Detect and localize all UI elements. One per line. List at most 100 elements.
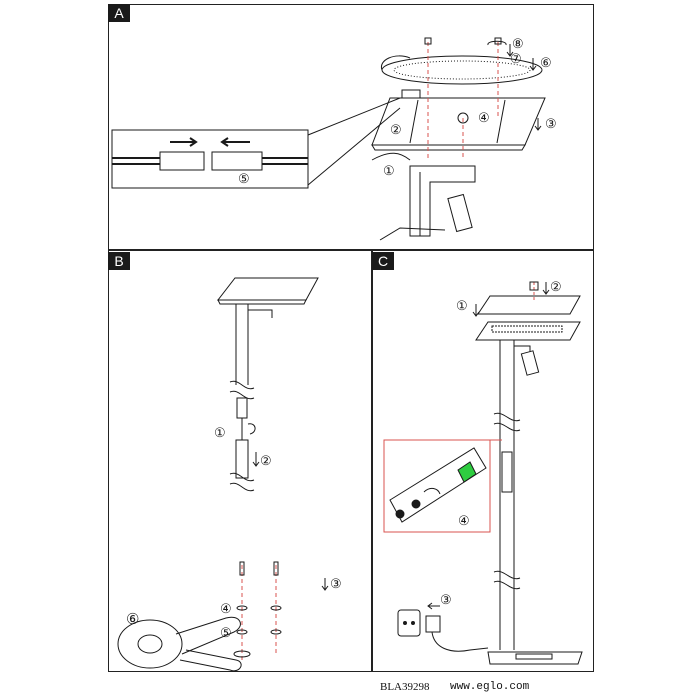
- arrow-left-icon: [220, 137, 250, 147]
- step-b-3: ③: [330, 576, 342, 591]
- top-screw-1: [424, 37, 432, 45]
- down-arrow-icon: [252, 452, 260, 467]
- connector-female: [211, 151, 263, 171]
- touch-zoom-box: [383, 439, 491, 533]
- turn-arrow-icon: [371, 152, 411, 161]
- step-a-4: ④: [478, 110, 490, 125]
- step-b-6: ⑥: [126, 611, 139, 628]
- led-strip: [491, 325, 563, 333]
- inset-leader-1: [307, 97, 401, 136]
- step-b-4: ④: [220, 601, 232, 616]
- left-arrow-icon: [427, 602, 440, 610]
- panel-b-label: B: [108, 252, 130, 270]
- break-mark: [493, 570, 521, 590]
- step-a-6: ⑥: [540, 55, 552, 70]
- pole: [499, 340, 515, 650]
- lower-pole: [235, 439, 249, 479]
- lamp-cover: [477, 295, 581, 315]
- lamp-head-edge: [217, 299, 307, 305]
- step-a-7: ⑦: [510, 51, 522, 66]
- spot-lamp: [447, 193, 473, 233]
- washer: [236, 605, 248, 611]
- power-cable: [431, 631, 489, 652]
- top-screw-2: [494, 37, 502, 45]
- rotate-arrow-icon: [247, 423, 256, 435]
- socket-pin: [411, 621, 415, 625]
- down-arrow-icon: [542, 282, 550, 295]
- tray-rib-2: [496, 99, 506, 144]
- socket-pin: [403, 621, 407, 625]
- product-code: BLA39298: [380, 681, 430, 693]
- down-arrow-icon: [472, 304, 480, 317]
- screw: [239, 561, 245, 576]
- panel-c-drawing: [383, 281, 583, 665]
- panel-a-drawing: [111, 37, 546, 241]
- down-arrow-icon: [529, 58, 537, 71]
- step-a-8: ⑧: [512, 36, 524, 51]
- wrench-jaw: [137, 634, 163, 654]
- rotate-arrow-icon: [487, 40, 507, 46]
- panel-c-label: C: [372, 252, 394, 270]
- pole-arm: [248, 309, 273, 318]
- screw: [529, 281, 539, 291]
- base-hole: [233, 650, 251, 658]
- wrench-head: [117, 619, 183, 669]
- disk-cable: [380, 55, 411, 71]
- wrench-handle-2: [179, 649, 242, 672]
- status-dot: [395, 509, 405, 519]
- step-a-5: ⑤: [238, 171, 250, 186]
- switch-panel: [389, 447, 487, 523]
- step-a-1: ①: [383, 163, 395, 178]
- washer: [270, 605, 282, 611]
- panel-b: [108, 250, 372, 672]
- step-c-3: ③: [440, 592, 452, 607]
- step-c-1: ①: [456, 298, 468, 313]
- arrow-right-icon: [170, 137, 198, 147]
- website-url: www.eglo.com: [450, 681, 530, 693]
- down-arrow-icon: [534, 118, 542, 131]
- driver-box: [401, 89, 421, 99]
- screw-hole: [457, 112, 469, 124]
- wall-socket: [397, 609, 421, 637]
- washer: [270, 629, 282, 635]
- step-a-2: ②: [390, 122, 402, 137]
- plug-adapter: [425, 615, 441, 633]
- stand-top: [409, 165, 476, 237]
- touch-area-green: [457, 461, 477, 483]
- pole-arm: [514, 345, 531, 352]
- down-arrow-icon: [506, 44, 514, 57]
- panel-a: [108, 4, 594, 250]
- pole-joint: [236, 397, 248, 419]
- tray-rib-1: [409, 99, 419, 144]
- upper-pole: [235, 304, 249, 385]
- step-b-2: ②: [260, 453, 272, 468]
- panel-a-label: A: [108, 4, 130, 22]
- washer: [236, 629, 248, 635]
- screw: [273, 561, 279, 576]
- panel-c: [372, 250, 594, 672]
- touch-switch: [501, 451, 513, 493]
- wrench-handle: [175, 616, 241, 655]
- lamp-head-edge: [371, 144, 526, 151]
- step-b-1: ①: [214, 425, 226, 440]
- panel-b-drawing: [117, 277, 329, 672]
- hand-icon: [423, 487, 441, 495]
- step-c-4: ④: [458, 513, 470, 528]
- break-mark: [229, 380, 255, 400]
- step-a-3: ③: [545, 116, 557, 131]
- stand-cut: [379, 227, 446, 241]
- down-arrow-icon: [321, 578, 329, 591]
- base-plate: [487, 651, 583, 665]
- lamp-head: [216, 277, 319, 301]
- inset-leader-2: [307, 107, 401, 186]
- lamp-head: [475, 321, 581, 341]
- break-mark: [229, 472, 255, 492]
- step-b-5: ⑤: [220, 625, 232, 640]
- led-dots: [393, 60, 531, 80]
- break-mark: [493, 412, 521, 432]
- base-slot: [515, 653, 553, 660]
- status-dot: [411, 499, 421, 509]
- step-c-2: ②: [550, 279, 562, 294]
- connector-male: [159, 151, 205, 171]
